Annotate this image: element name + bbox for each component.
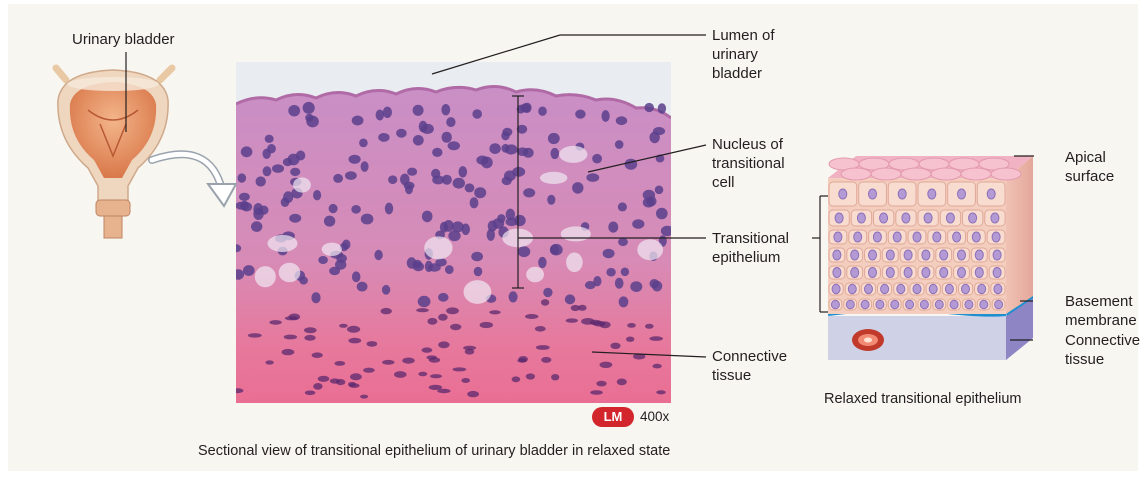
label-connective-tissue: Connective tissue	[712, 347, 787, 385]
label-urinary-bladder: Urinary bladder	[72, 30, 175, 49]
label-connective-tissue-right: Connective tissue	[1065, 331, 1140, 369]
caption-model: Relaxed transitional epithelium	[824, 391, 1021, 407]
label-basement-membrane: Basement membrane	[1065, 292, 1137, 330]
label-apical-surface: Apical surface	[1065, 148, 1114, 186]
label-lumen: Lumen of urinary bladder	[712, 26, 775, 83]
caption-micrograph: Sectional view of transitional epitheliu…	[198, 443, 670, 459]
label-transitional-epithelium: Transitional epithelium	[712, 229, 789, 267]
label-nucleus: Nucleus of transitional cell	[712, 135, 785, 192]
